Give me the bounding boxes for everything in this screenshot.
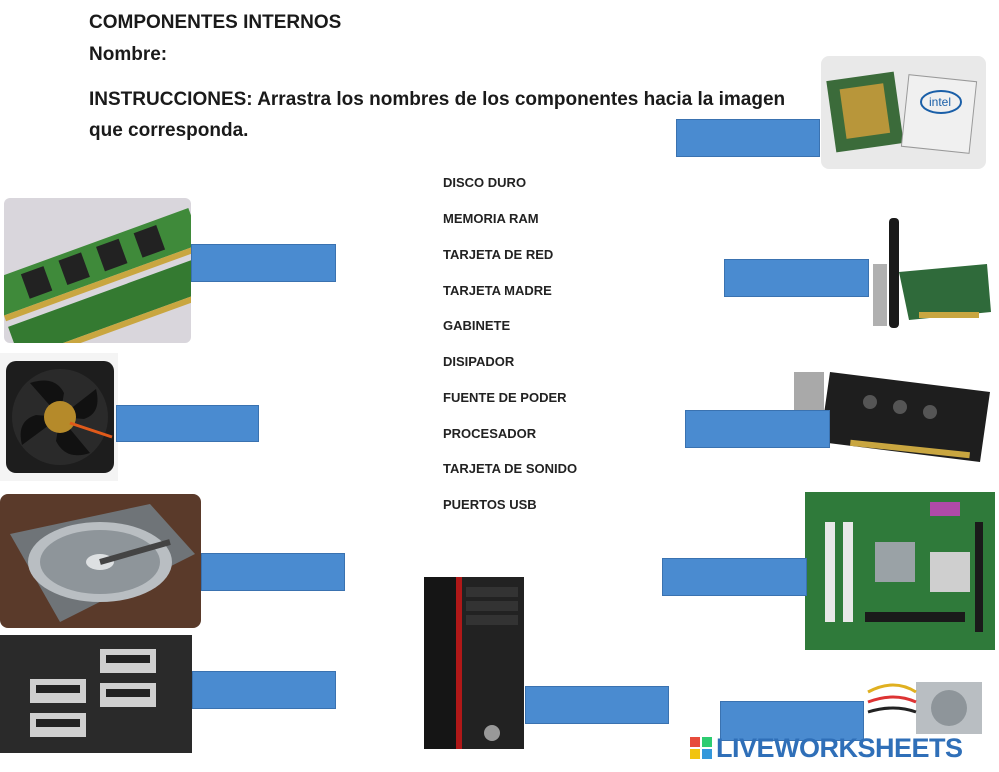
drop-zone-cpu[interactable] bbox=[676, 119, 820, 157]
ram-image bbox=[4, 198, 191, 343]
drop-zone-sound-card[interactable] bbox=[685, 410, 830, 448]
fan-image bbox=[0, 353, 118, 481]
sound-card-image bbox=[790, 352, 995, 477]
draggable-word-procesador[interactable]: PROCESADOR bbox=[443, 426, 537, 441]
drop-zone-network-card[interactable] bbox=[724, 259, 869, 297]
draggable-word-disipador[interactable]: DISIPADOR bbox=[443, 354, 515, 369]
draggable-word-tarjeta-de-sonido[interactable]: TARJETA DE SONIDO bbox=[443, 461, 578, 476]
svg-text:intel: intel bbox=[929, 95, 951, 109]
pc-case-image bbox=[420, 573, 527, 753]
draggable-word-puertos-usb[interactable]: PUERTOS USB bbox=[443, 497, 537, 512]
motherboard-image bbox=[805, 492, 995, 650]
liveworksheets-logo: LIVEWORKSHEETS bbox=[690, 732, 963, 763]
draggable-word-disco-duro[interactable]: DISCO DURO bbox=[443, 175, 527, 190]
drop-zone-usb[interactable] bbox=[192, 671, 336, 709]
drop-zone-pc-case[interactable] bbox=[525, 686, 669, 724]
drop-zone-motherboard[interactable] bbox=[662, 558, 807, 596]
draggable-word-tarjeta-de-red[interactable]: TARJETA DE RED bbox=[443, 247, 554, 262]
name-label: Nombre: bbox=[89, 44, 168, 65]
usb-image bbox=[0, 635, 192, 753]
cpu-image: intel bbox=[821, 56, 986, 169]
network-card-image bbox=[869, 212, 995, 332]
hdd-image bbox=[0, 494, 201, 628]
psu-image bbox=[864, 672, 989, 736]
draggable-word-memoria-ram[interactable]: MEMORIA RAM bbox=[443, 211, 539, 226]
drop-zone-psu[interactable] bbox=[720, 701, 864, 741]
drop-zone-fan[interactable] bbox=[116, 405, 259, 442]
instructions-text: INSTRUCCIONES: Arrastra los nombres de l… bbox=[89, 89, 786, 141]
draggable-word-tarjeta-madre[interactable]: TARJETA MADRE bbox=[443, 283, 552, 298]
worksheet-title: COMPONENTES INTERNOS bbox=[89, 12, 342, 33]
draggable-word-gabinete[interactable]: GABINETE bbox=[443, 318, 511, 333]
draggable-word-fuente-de-poder[interactable]: FUENTE DE PODER bbox=[443, 390, 567, 405]
liveworksheets-icon bbox=[690, 737, 712, 759]
drop-zone-ram[interactable] bbox=[191, 244, 336, 282]
drop-zone-hdd[interactable] bbox=[201, 553, 345, 591]
logo-text: LIVEWORKSHEETS bbox=[716, 732, 963, 763]
